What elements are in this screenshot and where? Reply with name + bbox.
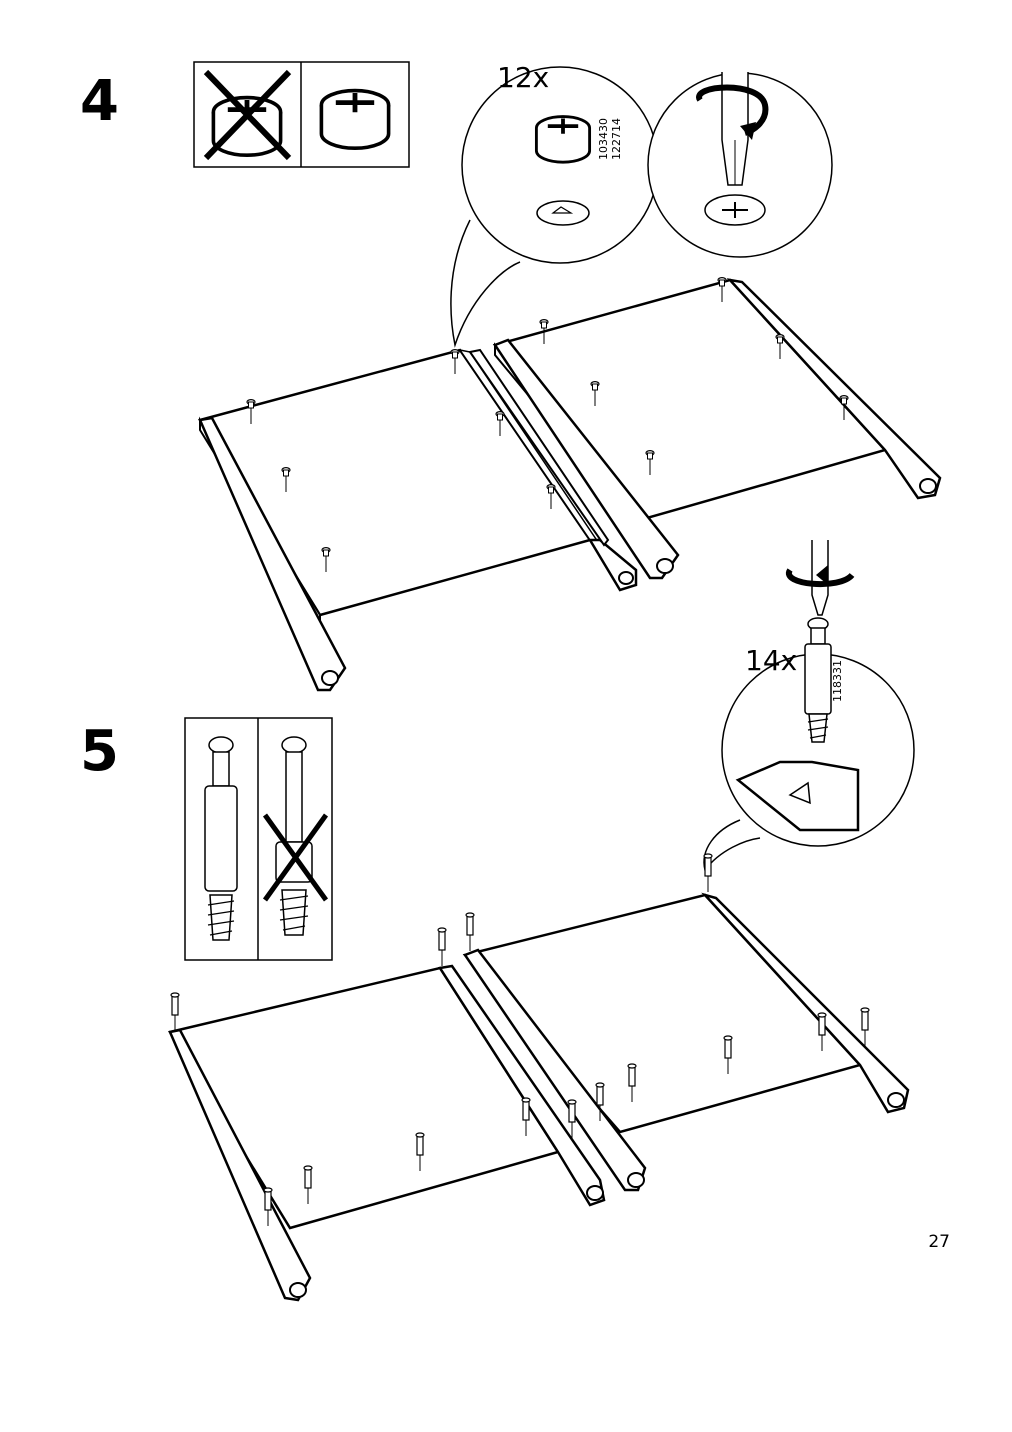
step-number-5: 5 [80, 719, 119, 784]
rotate-arrow-icon [696, 84, 769, 140]
dowel-wrong-icon [262, 736, 329, 936]
dowel-correct-icon [204, 736, 238, 941]
page-number: 27 [928, 1232, 950, 1252]
screwdriver-callout-bubble [647, 72, 833, 258]
wrong-cross-icon [203, 69, 292, 161]
step4-part-number-1: 103430 [597, 118, 610, 160]
cam-lock-correct-icon [321, 91, 388, 149]
cam-callout-bubble [450, 66, 659, 348]
step4-quantity: 12x [497, 61, 550, 94]
step5-dowel-part-icon [804, 617, 832, 743]
step5-quantity: 14x [745, 644, 798, 677]
step5-panel-right [462, 892, 910, 1192]
step5-screwdriver-icon [785, 540, 855, 616]
cam-part-icon [534, 114, 592, 165]
step5-part-number: 118331 [831, 660, 844, 702]
step5-panel-left [168, 964, 606, 1302]
step-number-4: 4 [80, 69, 119, 134]
dowel-callout-bubble [703, 653, 915, 872]
step4-panel-left [198, 348, 638, 692]
cam-lock-inset [193, 61, 410, 168]
step4-part-number-2: 122714 [610, 118, 623, 160]
dowel-inset [184, 717, 333, 961]
step4-panel-right [492, 278, 942, 580]
cam-lock-wrong-icon [213, 98, 280, 156]
